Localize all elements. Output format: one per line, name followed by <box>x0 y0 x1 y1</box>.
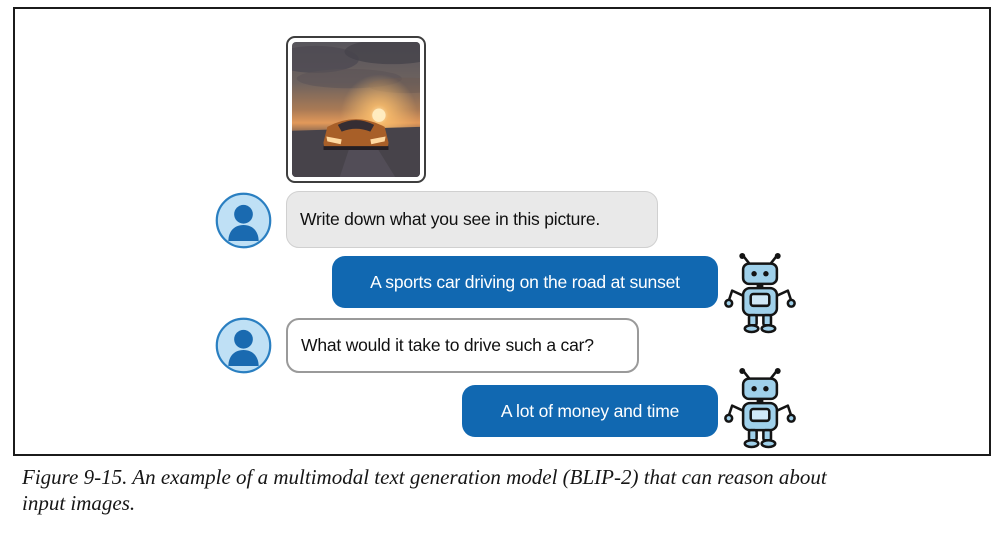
robot-avatar <box>722 365 798 453</box>
user-message-bubble-2: What would it take to drive such a car? <box>286 318 639 373</box>
robot-icon <box>724 368 796 449</box>
user-avatar <box>215 192 272 249</box>
user-message-bubble-1: Write down what you see in this picture. <box>286 191 658 248</box>
bot-message-bubble-2: A lot of money and time <box>462 385 718 437</box>
figure-panel: Write down what you see in this picture.… <box>13 7 991 456</box>
car-photo-frame <box>286 36 426 183</box>
person-icon <box>215 192 272 249</box>
bot-message-bubble-1: A sports car driving on the road at suns… <box>332 256 718 308</box>
user-avatar <box>215 317 272 374</box>
person-icon <box>215 317 272 374</box>
robot-avatar <box>722 250 798 338</box>
robot-icon <box>724 253 796 334</box>
figure-caption: Figure 9-15. An example of a multimodal … <box>22 465 827 516</box>
car-photo <box>292 42 420 177</box>
